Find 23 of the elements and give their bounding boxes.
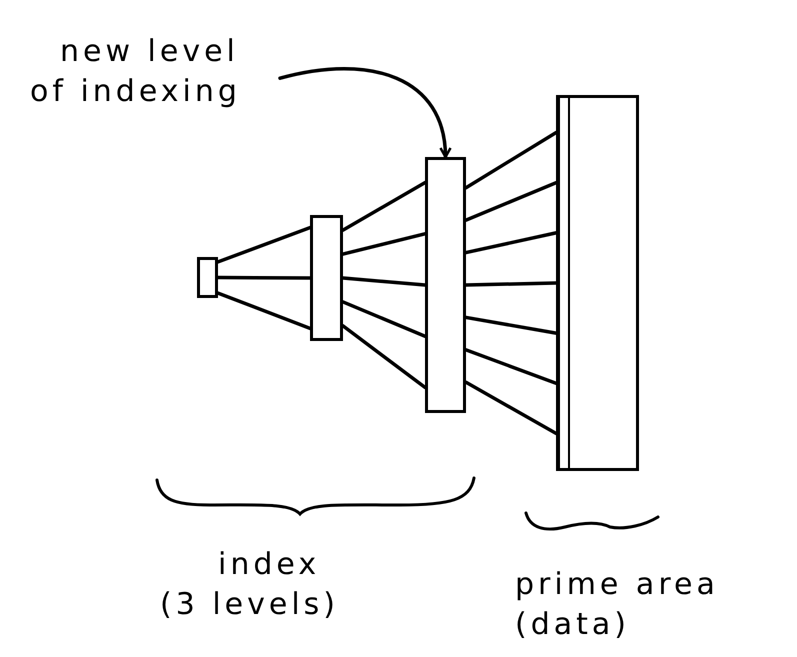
- index-block: [425, 157, 466, 413]
- group-label: index (3 levels): [160, 546, 340, 624]
- connector-line: [464, 281, 558, 287]
- data-block: [556, 95, 639, 471]
- connector-line: [464, 130, 558, 190]
- index-block: [197, 257, 218, 298]
- arrow: [278, 66, 451, 159]
- connector-line: [341, 180, 427, 232]
- connector-line: [341, 300, 427, 338]
- connector-line: [464, 348, 558, 386]
- group-label: prime area (data): [515, 566, 720, 644]
- connector-line: [216, 291, 312, 330]
- connector-line: [341, 276, 427, 287]
- annotation-text: new level of indexing: [30, 32, 280, 116]
- connector-line: [216, 226, 312, 264]
- index-block: [310, 215, 343, 341]
- connector-line: [464, 231, 558, 254]
- connector-line: [464, 180, 558, 222]
- connector-line: [341, 232, 427, 256]
- connector-line: [341, 324, 427, 390]
- connector-line: [216, 276, 312, 280]
- connector-line: [464, 380, 558, 436]
- connector-line: [464, 316, 558, 335]
